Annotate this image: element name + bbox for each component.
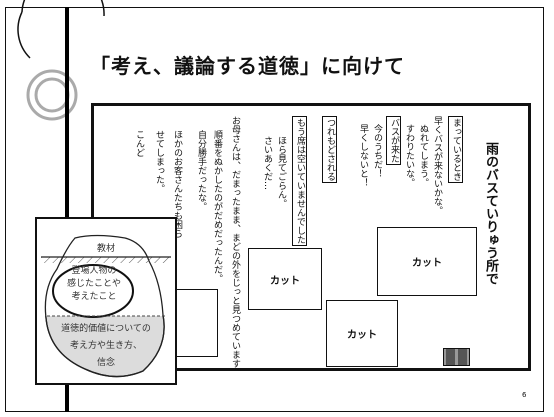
- story-line: 今のうちだ！: [372, 124, 382, 178]
- illustration-placeholder: カット: [377, 227, 477, 296]
- diagram-top-label: 教材: [96, 244, 115, 254]
- cut-label: カット: [270, 275, 300, 287]
- page-number: 6: [522, 391, 527, 399]
- diagram-oval-text: 登場人物の 感じたことや 考えたこと: [66, 266, 121, 302]
- story-line: 順番をぬかしたのがだめだったんだ。: [212, 130, 222, 283]
- slide-frame: [5, 7, 544, 412]
- concept-diagram: 教材 登場人物の 感じたことや 考えたこと 道徳的価値についての 考え方や生き方…: [35, 217, 177, 385]
- cut-label: カット: [412, 258, 442, 269]
- vertical-divider-bar: [65, 7, 69, 412]
- iceberg-drawing: [41, 234, 171, 378]
- story-line: 早くバスが来ないかな。: [432, 116, 442, 215]
- story-line: せてしまった。: [154, 130, 164, 193]
- bus-stop-sign-icon: [443, 348, 470, 366]
- story-title: 雨のバスていりゅう所で: [483, 142, 498, 285]
- story-line: もう席は空いていませんでした: [292, 116, 307, 246]
- story-line: つれもどされる: [322, 116, 337, 183]
- story-line: バスが来た: [386, 116, 401, 165]
- story-line: 自分勝手だったな。: [196, 130, 206, 211]
- story-line: 早くしないと！: [358, 124, 368, 187]
- slide-title: 「考え、議論する道徳」に向けて: [90, 54, 405, 78]
- diagram-bottom-text: 道徳的価値についての 考え方や生き方、 信念: [61, 324, 151, 368]
- story-line: お母さんは、だまったまま、まどの外をじっと見つめています。: [230, 116, 240, 377]
- story-line: すわりたいな。: [404, 124, 414, 187]
- story-line: まっているとき: [448, 116, 463, 183]
- story-line: さいあくだ…: [262, 136, 272, 190]
- story-line: ぬれてしまう。: [418, 124, 428, 187]
- story-line: ほかのお客さんたちも困ら: [172, 130, 182, 238]
- story-line: こんど: [134, 130, 144, 157]
- illustration-placeholder: カット: [248, 248, 322, 310]
- cut-label: カット: [347, 330, 377, 341]
- illustration-placeholder: カット: [326, 300, 398, 367]
- story-line: ほら見てごらん。: [276, 136, 286, 208]
